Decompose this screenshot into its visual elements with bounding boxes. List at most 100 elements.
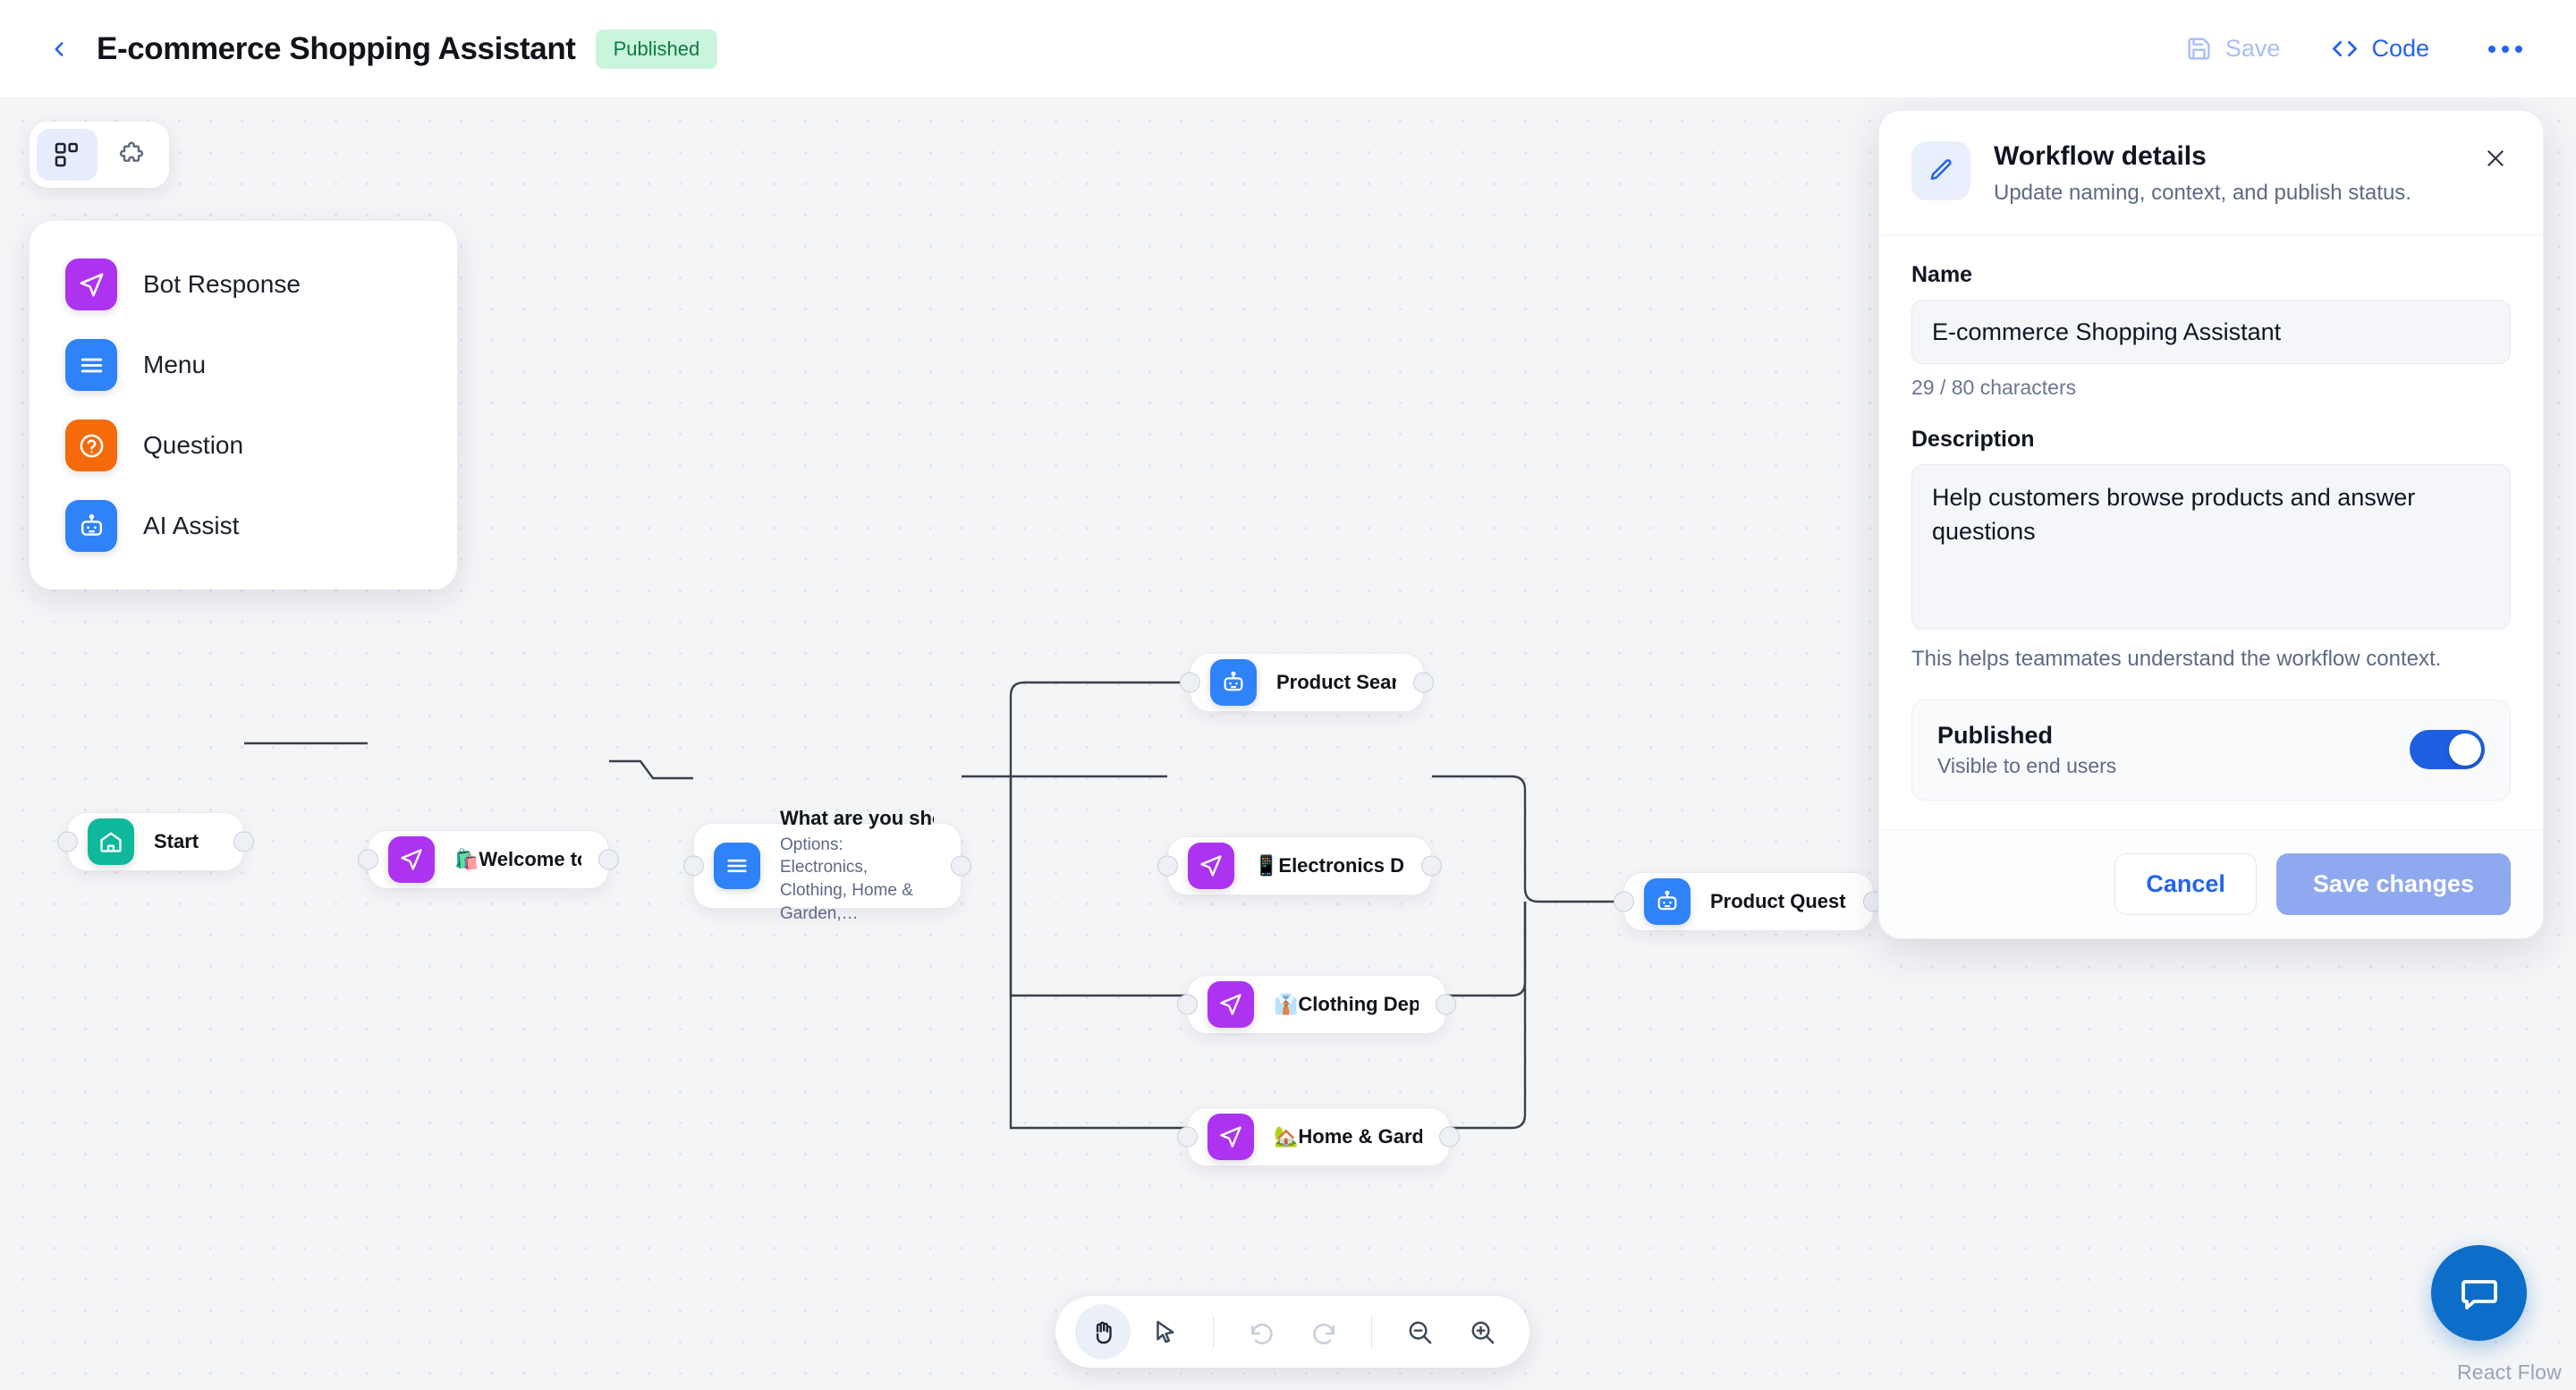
node-port-in[interactable] bbox=[1614, 891, 1634, 912]
node-palette: Bot Response Menu Question AI Assist bbox=[30, 221, 457, 589]
node-title: 🛍️Welcome to our st… bbox=[454, 848, 581, 870]
edge-home-questions bbox=[1450, 902, 1527, 1130]
status-badge: Published bbox=[595, 29, 718, 69]
pan-tool-button[interactable] bbox=[1075, 1304, 1131, 1360]
node-port-out[interactable] bbox=[1413, 672, 1434, 693]
name-field-label: Name bbox=[1911, 262, 1973, 288]
zoom-out-button[interactable] bbox=[1392, 1304, 1447, 1360]
palette-item-label: AI Assist bbox=[143, 512, 240, 539]
flow-node-clothing[interactable]: 👔Clothing Departme… bbox=[1177, 975, 1456, 1034]
description-textarea[interactable] bbox=[1911, 464, 2511, 631]
flow-node-shopping-menu[interactable]: What are you shoppi… Options: Electronic… bbox=[683, 807, 971, 923]
save-button[interactable]: Save bbox=[2186, 35, 2280, 63]
code-label: Code bbox=[2371, 35, 2429, 62]
robot-icon bbox=[65, 500, 117, 552]
node-port-in[interactable] bbox=[1157, 855, 1178, 877]
redo-button[interactable] bbox=[1296, 1304, 1352, 1360]
edge-bus-clothing bbox=[1009, 776, 1187, 997]
send-icon bbox=[1188, 843, 1234, 889]
chat-button[interactable] bbox=[2431, 1245, 2527, 1341]
close-x-icon bbox=[2487, 150, 2504, 166]
flow-node-home-garden[interactable]: 🏡Home & Garden: • … bbox=[1177, 1107, 1460, 1166]
hand-icon bbox=[1096, 1321, 1112, 1343]
node-port-out[interactable] bbox=[598, 849, 619, 870]
canvas-toolbar bbox=[1055, 1296, 1530, 1368]
robot-icon bbox=[1210, 659, 1257, 706]
blocks-icon bbox=[55, 142, 78, 167]
send-icon bbox=[1208, 981, 1254, 1028]
node-port-in[interactable] bbox=[1180, 672, 1200, 693]
node-port-in[interactable] bbox=[57, 831, 78, 852]
node-port-out[interactable] bbox=[951, 855, 971, 877]
switch-knob bbox=[2449, 733, 2481, 767]
menu-lines-icon bbox=[65, 339, 117, 391]
flow-node-product-search-ai[interactable]: Product Search AI bbox=[1180, 653, 1434, 712]
palette-item-ai-assist[interactable]: AI Assist bbox=[30, 486, 457, 566]
select-tool-button[interactable] bbox=[1138, 1304, 1193, 1360]
undo-button[interactable] bbox=[1233, 1304, 1289, 1360]
description-field-label: Description bbox=[1911, 427, 2035, 453]
header-actions: Save Code bbox=[2186, 35, 2529, 63]
code-button[interactable]: Code bbox=[2332, 35, 2429, 63]
node-title: 🏡Home & Garden: • … bbox=[1274, 1125, 1422, 1148]
node-port-in[interactable] bbox=[683, 855, 704, 877]
toolbar-divider bbox=[1371, 1315, 1372, 1349]
panel-subtitle: Update naming, context, and publish stat… bbox=[1994, 181, 2411, 205]
palette-item-bot-response[interactable]: Bot Response bbox=[30, 244, 457, 325]
edge-bus-home bbox=[1009, 776, 1187, 1130]
flow-node-start[interactable]: Start bbox=[57, 812, 254, 871]
back-button[interactable] bbox=[41, 31, 77, 67]
name-input[interactable] bbox=[1911, 300, 2511, 365]
node-port-out[interactable] bbox=[1421, 855, 1442, 877]
panel-header: Workflow details Update naming, context,… bbox=[1879, 111, 2543, 236]
node-title: Product Questions AI bbox=[1710, 890, 1846, 912]
node-title: 👔Clothing Departme… bbox=[1274, 993, 1419, 1015]
cancel-button[interactable]: Cancel bbox=[2114, 852, 2257, 915]
palette-tab-switcher bbox=[30, 122, 169, 188]
redo-arrow-icon bbox=[1312, 1323, 1335, 1344]
published-toggle-row: Published Visible to end users bbox=[1911, 699, 2511, 801]
palette-item-label: Menu bbox=[143, 351, 207, 378]
send-icon bbox=[65, 259, 117, 310]
toolbar-divider bbox=[1213, 1315, 1214, 1349]
node-port-out[interactable] bbox=[1436, 994, 1456, 1015]
menu-lines-icon bbox=[714, 843, 760, 889]
workflow-details-panel: Workflow details Update naming, context,… bbox=[1878, 110, 2544, 939]
palette-item-question[interactable]: Question bbox=[30, 405, 457, 486]
node-port-out[interactable] bbox=[233, 831, 254, 852]
edge-clothing-questions bbox=[1446, 902, 1527, 997]
flow-node-electronics[interactable]: 📱Electronics Depart… bbox=[1157, 836, 1442, 895]
magnifier-minus-icon bbox=[1409, 1321, 1431, 1343]
send-icon bbox=[388, 836, 435, 883]
flow-node-welcome[interactable]: 🛍️Welcome to our st… bbox=[358, 830, 619, 889]
palette-item-menu[interactable]: Menu bbox=[30, 325, 457, 405]
page-title: E-commerce Shopping Assistant bbox=[97, 30, 576, 66]
edge-welcome-menu bbox=[609, 759, 693, 780]
cursor-arrow-icon bbox=[1156, 1320, 1174, 1343]
close-panel-button[interactable] bbox=[2480, 143, 2511, 174]
node-title: What are you shoppi… bbox=[780, 806, 934, 829]
published-switch[interactable] bbox=[2410, 730, 2485, 770]
node-title: Start bbox=[154, 830, 199, 852]
palette-item-label: Bot Response bbox=[143, 270, 301, 298]
save-changes-button[interactable]: Save changes bbox=[2275, 852, 2511, 915]
node-port-in[interactable] bbox=[1177, 1126, 1198, 1148]
zoom-in-button[interactable] bbox=[1454, 1304, 1510, 1360]
panel-title: Workflow details bbox=[1994, 141, 2207, 171]
node-port-out[interactable] bbox=[1439, 1126, 1460, 1148]
node-title: 📱Electronics Depart… bbox=[1254, 854, 1404, 877]
panel-body: Name 29 / 80 characters Description This… bbox=[1879, 235, 2543, 828]
palette-item-label: Question bbox=[143, 431, 244, 459]
panel-footer: Cancel Save changes bbox=[1879, 828, 2543, 938]
palette-tab-blocks[interactable] bbox=[37, 129, 97, 181]
palette-tab-integrations[interactable] bbox=[101, 129, 162, 181]
published-label: Published bbox=[1937, 721, 2054, 749]
node-port-in[interactable] bbox=[1177, 994, 1198, 1015]
magnifier-plus-icon bbox=[1471, 1321, 1494, 1343]
more-options-button[interactable] bbox=[2481, 38, 2529, 60]
flow-node-product-questions-ai[interactable]: Product Questions AI bbox=[1614, 872, 1884, 931]
puzzle-icon bbox=[119, 141, 144, 162]
chevron-left-icon bbox=[55, 41, 64, 56]
react-flow-watermark: React Flow bbox=[2456, 1360, 2562, 1384]
node-port-in[interactable] bbox=[358, 849, 378, 870]
